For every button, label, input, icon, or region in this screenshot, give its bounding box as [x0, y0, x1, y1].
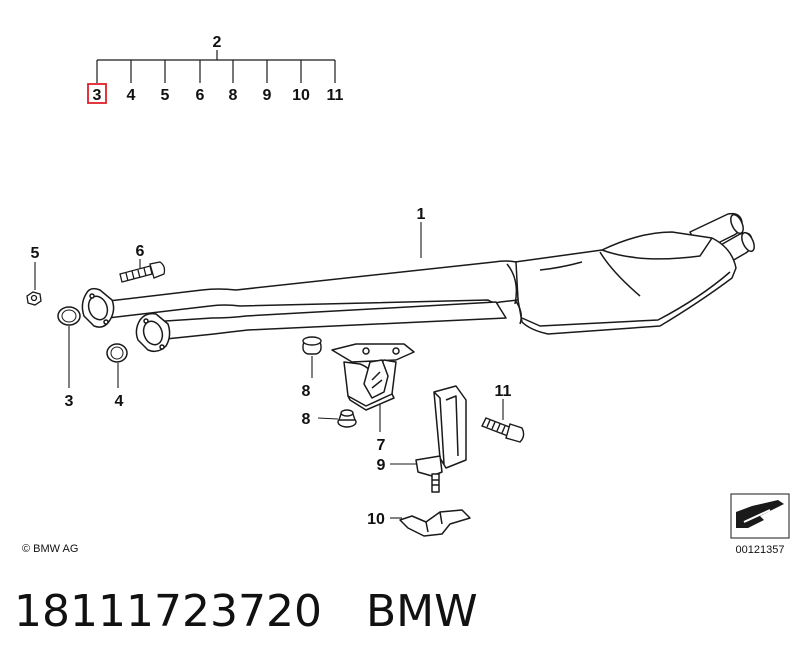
group-item-8[interactable]: 8: [229, 87, 238, 104]
gasket-3: [57, 306, 81, 326]
callout-8-bushing[interactable]: 8: [302, 383, 311, 400]
gasket-3-inner: [61, 309, 77, 323]
bolt-6: [119, 261, 166, 283]
callout-11[interactable]: 11: [495, 383, 512, 400]
hanger-bracket-9: [415, 385, 467, 493]
parts-group-tree: [96, 50, 336, 83]
group-item-9[interactable]: 9: [263, 87, 272, 104]
drawing-code: 00121357: [736, 544, 785, 556]
exhaust-pipe-assembly: [99, 212, 755, 341]
group-item-6[interactable]: 6: [196, 87, 205, 104]
flange-left-upper: [81, 287, 115, 328]
callout-3[interactable]: 3: [65, 393, 74, 410]
leader-lines: [34, 222, 504, 519]
part-number: 18111723720: [14, 586, 322, 637]
footer-part-info: 18111723720 BMW: [14, 586, 478, 637]
drawing-corner-icon: [730, 493, 790, 539]
group-item-5[interactable]: 5: [161, 87, 170, 104]
clamp-10: [399, 509, 471, 537]
bushing-8: [302, 336, 322, 355]
gasket-4: [106, 343, 128, 363]
screw-11: [481, 417, 525, 443]
callout-4[interactable]: 4: [115, 393, 124, 410]
callout-5[interactable]: 5: [31, 245, 40, 262]
flange-nut-8: [337, 409, 357, 428]
brand-name: BMW: [365, 586, 478, 637]
callout-1[interactable]: 1: [417, 206, 426, 223]
bracket-7: [331, 343, 415, 411]
group-item-10[interactable]: 10: [292, 87, 310, 104]
group-item-11[interactable]: 11: [327, 87, 344, 104]
flange-left-lower: [135, 312, 171, 353]
group-label: 2: [213, 34, 222, 51]
highlight-box: [87, 83, 107, 104]
callout-8-nut[interactable]: 8: [302, 411, 311, 428]
callout-6[interactable]: 6: [136, 243, 145, 260]
group-item-3[interactable]: 3: [93, 87, 102, 104]
gasket-4-inner: [110, 346, 124, 360]
callout-10[interactable]: 10: [367, 511, 385, 528]
callout-7[interactable]: 7: [377, 437, 386, 454]
group-item-4[interactable]: 4: [127, 87, 136, 104]
callout-9[interactable]: 9: [377, 457, 386, 474]
copyright-text: © BMW AG: [22, 543, 78, 555]
nut-5: [26, 291, 42, 306]
